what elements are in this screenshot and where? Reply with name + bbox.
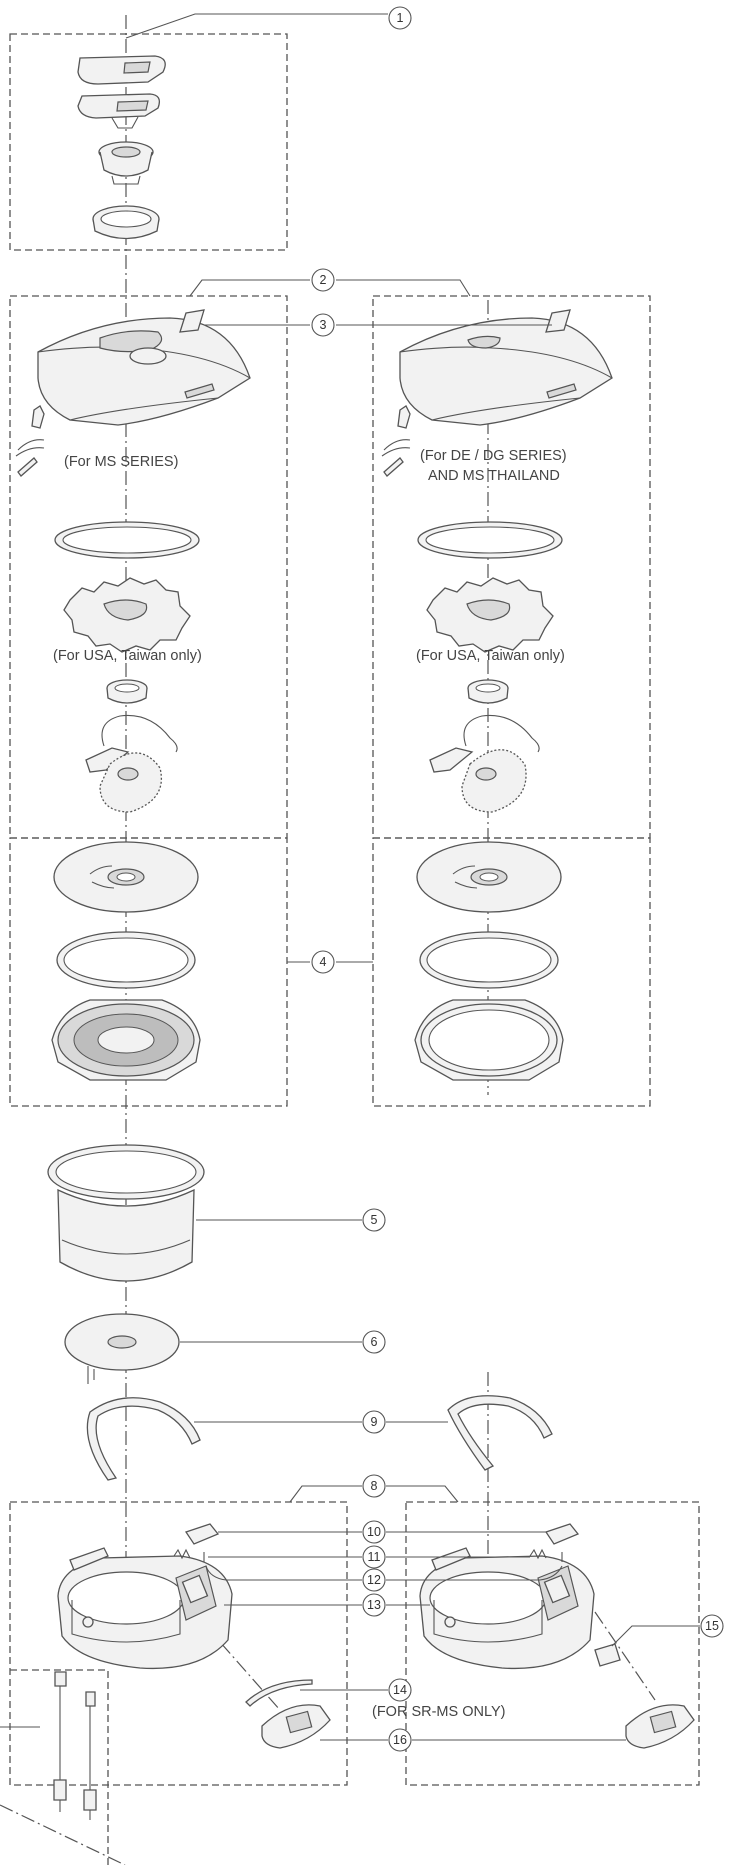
label-ms-series: (For MS SERIES) [64, 454, 178, 470]
fuse-block [594, 1643, 621, 1667]
callout-5: 5 [371, 1213, 378, 1227]
handle-right [447, 1395, 553, 1471]
inner-lid-gasket-right [419, 931, 559, 989]
lid-insulator-left [63, 577, 191, 653]
switch-knob-left [184, 1523, 220, 1545]
label-sticker-right [545, 309, 571, 333]
callout-16: 16 [393, 1733, 407, 1747]
steam-cap-plate [77, 93, 161, 129]
spring-left [173, 1548, 205, 1562]
group-box-inner-lid-ms [9, 837, 288, 1107]
steam-valve [98, 141, 154, 185]
callout-1: 1 [397, 11, 404, 25]
label-usa-taiwan-right: (For USA, Taiwan only) [416, 648, 565, 664]
group-box-inner-lid-de-dg [372, 837, 651, 1107]
inner-lid-frame-left [51, 999, 201, 1081]
lid-heater-right [429, 714, 540, 813]
lid-seal-ring-left [54, 521, 200, 559]
callout-14: 14 [393, 1683, 407, 1697]
bottom-cover-right [625, 1704, 695, 1749]
inner-lid-plate-right [416, 841, 562, 913]
switch-knob-right [544, 1523, 580, 1545]
thermal-wire [245, 1679, 313, 1707]
lid-hinge-parts-ms [15, 405, 45, 477]
callout-2: 2 [320, 273, 327, 287]
power-cord-assembly [0, 1671, 97, 1820]
spring-right [529, 1548, 563, 1562]
callout-15: 15 [705, 1619, 719, 1633]
label-usa-taiwan-left: (For USA, Taiwan only) [53, 648, 202, 664]
lid-heater-left [85, 714, 178, 813]
packing-ring-left [106, 679, 148, 704]
callout-4: 4 [320, 955, 327, 969]
lid-insulator-right [426, 577, 554, 653]
bottom-cover-left [261, 1704, 331, 1749]
inner-pot [47, 1144, 205, 1282]
callout-8: 8 [371, 1479, 378, 1493]
label-de-dg-series: (For DE / DG SERIES) [420, 448, 567, 464]
inner-lid-plate-left [53, 841, 199, 913]
label-sticker-left [179, 309, 205, 333]
inner-lid-gasket-left [56, 931, 196, 989]
group-box-body-de-dg [405, 1501, 700, 1786]
group-box-cap-assembly [9, 33, 288, 251]
lid-seal-ring-right [417, 521, 563, 559]
steam-cap-cover [77, 55, 166, 85]
callout-6: 6 [371, 1335, 378, 1349]
body-ms [57, 1547, 233, 1670]
lid-hinge-parts-de-dg [381, 405, 411, 477]
heating-plate [64, 1313, 180, 1384]
callout-12: 12 [367, 1573, 381, 1587]
outer-lid-ms [37, 317, 251, 426]
callout-13: 13 [367, 1598, 381, 1612]
label-ms-thailand: AND MS THAILAND [428, 468, 560, 484]
callout-3: 3 [320, 318, 327, 332]
label-sr-ms-only: (FOR SR-MS ONLY) [372, 1704, 505, 1720]
callout-11: 11 [368, 1550, 381, 1564]
inner-lid-frame-right [414, 999, 564, 1081]
callout-10: 10 [367, 1525, 381, 1539]
steam-valve-packing [92, 205, 160, 240]
handle-left [86, 1397, 201, 1481]
callout-9: 9 [371, 1415, 378, 1429]
outer-lid-de-dg [399, 317, 613, 426]
group-box-body-ms [9, 1501, 348, 1786]
body-de-dg [419, 1547, 595, 1670]
packing-ring-right [467, 679, 509, 704]
